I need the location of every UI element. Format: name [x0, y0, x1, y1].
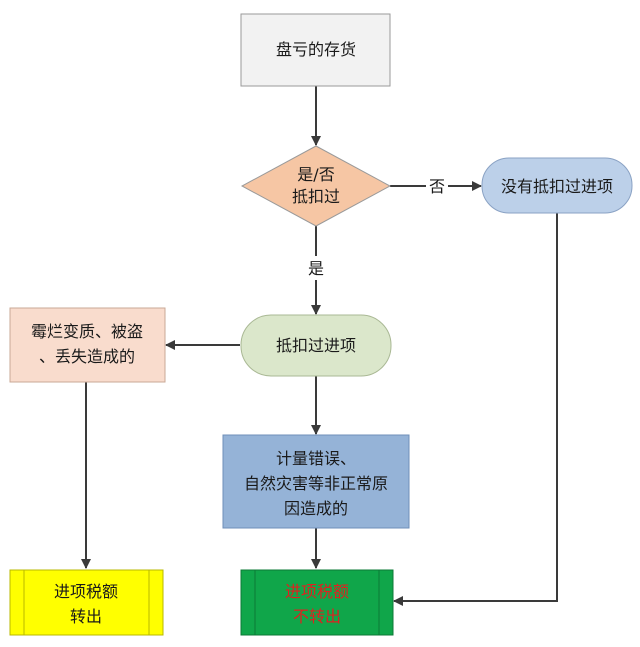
node-measurement-line-3: 因造成的 — [284, 499, 348, 518]
node-spoiled: 霉烂变质、被盗 、丢失造成的 — [9, 307, 166, 383]
node-spoiled-line-2: 、丢失造成的 — [39, 347, 135, 366]
node-measurement: 计量错误、 自然灾害等非正常原 因造成的 — [222, 434, 410, 529]
node-start-label: 盘亏的存货 — [276, 40, 356, 59]
node-no-transfer: 进项税额 不转出 — [240, 569, 394, 636]
node-decision-line-1: 是/否 — [297, 165, 334, 184]
node-not-deducted-label: 没有抵扣过进项 — [501, 177, 613, 196]
edge-not-deducted-to-no-transfer — [393, 213, 558, 606]
node-measurement-line-1: 计量错误、 — [276, 449, 356, 468]
node-spoiled-line-1: 霉烂变质、被盗 — [31, 322, 143, 341]
node-decision: 是/否 抵扣过 — [240, 145, 392, 227]
node-no-transfer-line-1: 进项税额 — [285, 582, 349, 601]
node-deducted: 抵扣过进项 — [240, 314, 392, 377]
node-transfer-out-line-1: 进项税额 — [54, 582, 118, 601]
connectors — [81, 86, 558, 606]
edge-label-yes: 是 — [308, 259, 324, 278]
node-measurement-line-2: 自然灾害等非正常原 — [244, 474, 388, 493]
node-start: 盘亏的存货 — [240, 13, 391, 87]
node-deducted-label: 抵扣过进项 — [276, 336, 356, 355]
node-transfer-out: 进项税额 转出 — [9, 569, 164, 636]
node-transfer-out-line-2: 转出 — [70, 607, 102, 626]
node-no-transfer-line-2: 不转出 — [293, 607, 341, 626]
node-decision-line-2: 抵扣过 — [292, 187, 340, 206]
edge-label-no: 否 — [429, 177, 445, 196]
node-not-deducted: 没有抵扣过进项 — [481, 157, 633, 214]
